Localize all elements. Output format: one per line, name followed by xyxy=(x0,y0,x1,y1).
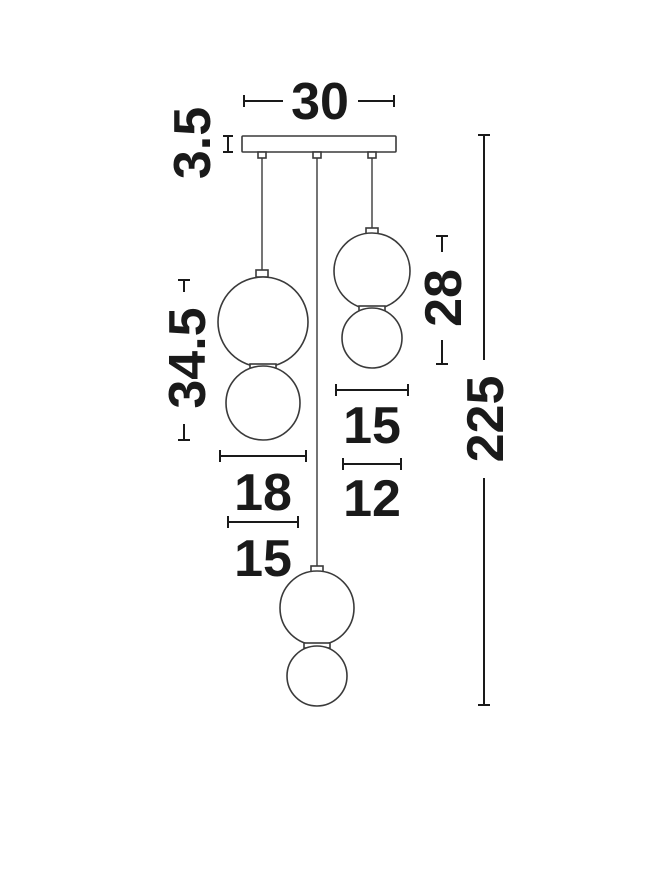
left-big-diameter-label: 18 xyxy=(234,464,292,522)
total-height-label: 225 xyxy=(457,376,515,463)
dim-right-pendant-height: 28 xyxy=(415,235,473,365)
canopy xyxy=(241,135,397,153)
dim-total-height: 225 xyxy=(457,134,515,706)
canopy-width-label: 30 xyxy=(291,73,349,131)
dim-left-big-diameter: 18 xyxy=(219,450,307,522)
dim-left-pendant-height: 34.5 xyxy=(159,279,217,441)
right-big-diameter-label: 15 xyxy=(343,397,401,455)
cable-holder-right xyxy=(367,151,377,159)
cable-holder-left xyxy=(257,151,267,159)
dim-left-small-diameter: 15 xyxy=(227,516,299,588)
middle-small-globe xyxy=(286,645,348,707)
dim-right-small-diameter: 12 xyxy=(342,458,402,528)
canopy-height-label: 3.5 xyxy=(164,107,222,179)
left-big-globe xyxy=(217,276,309,368)
left-small-globe xyxy=(225,365,301,441)
dim-canopy-height: 3.5 xyxy=(164,107,233,179)
right-big-globe xyxy=(333,232,411,310)
dim-canopy-width: 30 xyxy=(243,73,395,131)
left-small-diameter-label: 15 xyxy=(234,530,292,588)
right-small-globe xyxy=(341,307,403,369)
right-pendant-height-label: 28 xyxy=(415,269,473,327)
left-pendant-height-label: 34.5 xyxy=(159,307,217,408)
dim-right-big-diameter: 15 xyxy=(335,384,409,455)
right-small-diameter-label: 12 xyxy=(343,470,401,528)
left-pendant-cap xyxy=(255,269,269,278)
cable-holder-middle xyxy=(312,151,322,159)
